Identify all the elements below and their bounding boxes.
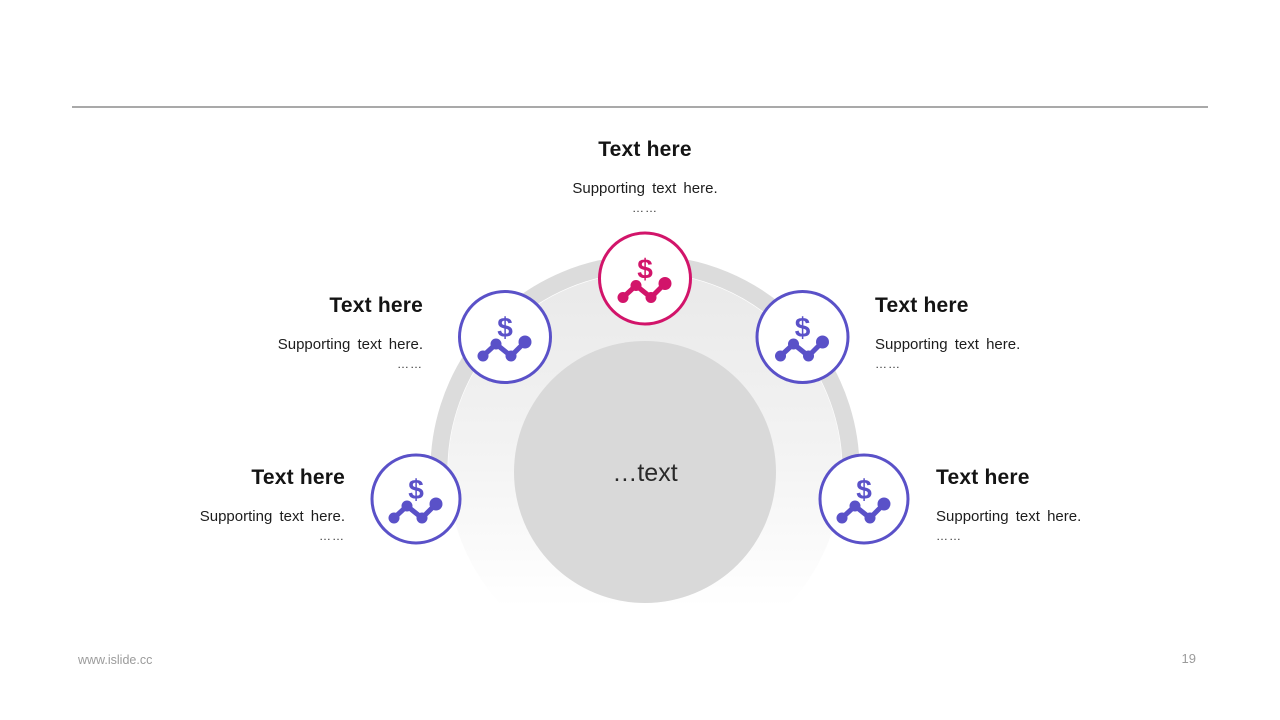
- block-title: Text here: [936, 466, 1030, 489]
- block-supporting-text: Supporting text here.: [199, 508, 345, 525]
- trend-dot: [388, 512, 400, 524]
- block-ellipsis: ……: [319, 529, 345, 543]
- center-circle-label: …text: [612, 459, 677, 487]
- block-supporting-text: Supporting text here.: [936, 508, 1082, 525]
- trend-dot: [505, 350, 517, 362]
- trend-dot: [477, 350, 489, 362]
- trend-line: [620, 281, 668, 300]
- trend-dot: [849, 500, 861, 512]
- node-upper-right: $: [755, 290, 850, 384]
- trend-dot: [630, 280, 642, 291]
- money-trend-icon: $: [617, 254, 672, 303]
- trend-dot: [658, 277, 672, 290]
- dollar-glyph: $: [795, 312, 811, 343]
- text-block-top: Text here Supporting text here. ……: [495, 138, 795, 215]
- money-trend-icon: $: [775, 312, 829, 362]
- node-lower-left: $: [370, 453, 462, 545]
- text-block-upper-left: Text here Supporting text here. ……: [163, 294, 423, 371]
- trend-dot: [836, 512, 848, 524]
- node-top: $: [598, 231, 692, 326]
- trend-dot: [645, 292, 657, 303]
- dollar-glyph: $: [408, 474, 424, 505]
- node-upper-left: $: [458, 290, 552, 384]
- trend-line: [839, 501, 887, 521]
- block-title: Text here: [875, 294, 969, 317]
- block-title: Text here: [251, 466, 345, 489]
- block-title: Text here: [598, 138, 692, 161]
- trend-dot: [429, 497, 443, 511]
- trend-line: [480, 339, 528, 359]
- trend-dot: [518, 335, 532, 349]
- text-block-upper-right: Text here Supporting text here. ……: [875, 294, 1135, 371]
- trend-dot: [401, 500, 413, 512]
- node-lower-right: $: [818, 453, 910, 545]
- center-circle: [514, 341, 776, 603]
- header-divider: [72, 106, 1208, 108]
- trend-dot: [775, 350, 786, 362]
- trend-line: [391, 501, 439, 521]
- dollar-glyph: $: [637, 254, 653, 285]
- block-supporting-text: Supporting text here.: [875, 336, 1021, 353]
- trend-dot: [877, 497, 891, 511]
- block-supporting-text: Supporting text here.: [277, 336, 423, 353]
- money-trend-icon: $: [836, 474, 891, 524]
- money-trend-icon: $: [477, 312, 532, 362]
- trend-dot: [803, 350, 814, 362]
- trend-dot: [864, 512, 876, 524]
- block-ellipsis: ……: [936, 529, 962, 543]
- trend-dot: [617, 292, 629, 303]
- trend-line: [778, 339, 825, 359]
- trend-dot: [788, 338, 799, 350]
- money-trend-icon: $: [388, 474, 443, 524]
- block-title: Text here: [329, 294, 423, 317]
- trend-dot: [490, 338, 502, 350]
- block-ellipsis: ……: [397, 357, 423, 371]
- footer-url: www.islide.cc: [78, 653, 153, 667]
- dollar-glyph: $: [497, 312, 513, 343]
- block-ellipsis: ……: [875, 357, 901, 371]
- block-ellipsis: ……: [632, 201, 658, 215]
- trend-dot: [816, 335, 829, 349]
- text-block-lower-right: Text here Supporting text here. ……: [936, 466, 1196, 543]
- block-supporting-text: Supporting text here.: [572, 180, 718, 197]
- dollar-glyph: $: [856, 474, 872, 505]
- trend-dot: [416, 512, 428, 524]
- page-number: 19: [1181, 651, 1196, 666]
- text-block-lower-left: Text here Supporting text here. ……: [85, 466, 345, 543]
